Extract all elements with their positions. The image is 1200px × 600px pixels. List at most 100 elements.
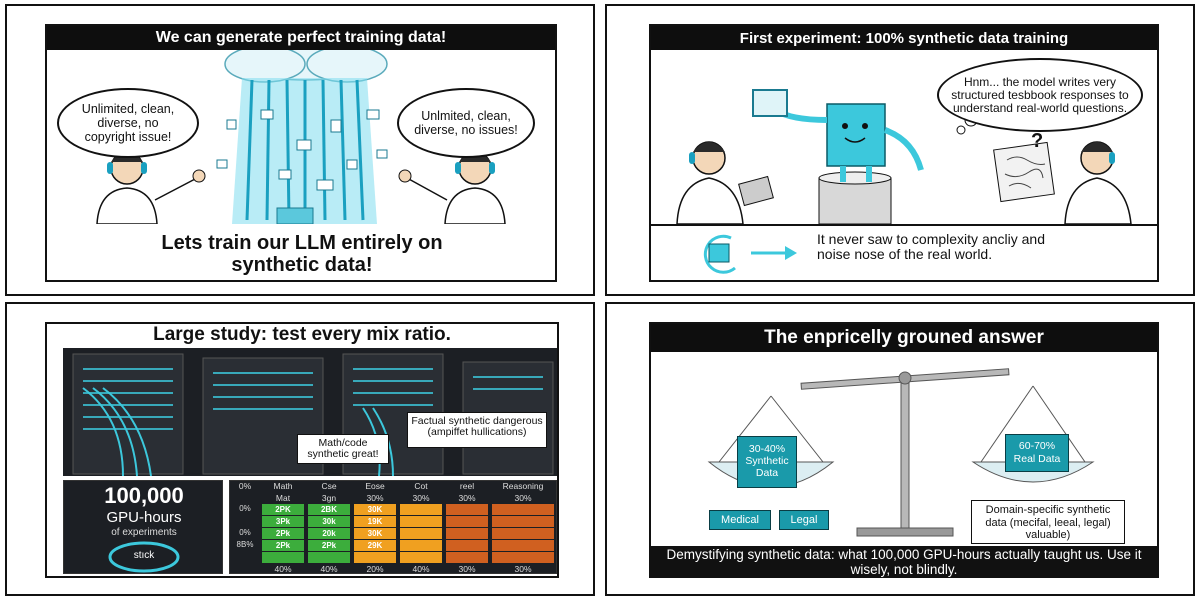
- heatmap-row-label: [230, 552, 260, 563]
- heatmap-footer-cell: 20%: [366, 564, 384, 574]
- heatmap-row: 3Pk 30k 19K: [230, 516, 556, 527]
- heatmap-footer-cell: 40%: [320, 564, 338, 574]
- comic-panel-4: The enpricelly grouned answer 30-40% Syn…: [605, 302, 1195, 596]
- heatmap-header-cell: Reasoning: [502, 481, 544, 491]
- heatmap-cell: [492, 516, 554, 527]
- heatmap-cell: [446, 528, 488, 539]
- heatmap-footer-cell: 30%: [514, 564, 532, 574]
- gauge-label: stıck: [133, 550, 155, 561]
- heatmap-cell: 3Pk: [262, 516, 304, 527]
- heatmap-cell: 2BK: [308, 504, 350, 515]
- heatmap-row-label: 0%: [239, 504, 251, 513]
- panel-4-footer: Demystifying synthetic data: what 100,00…: [649, 546, 1159, 578]
- heatmap-cell: [400, 552, 442, 563]
- gpu-hours-card: 100,000 GPU-hours of experiments stıck: [63, 480, 223, 574]
- heatmap-cell: 30k: [308, 516, 350, 527]
- panel-2-title: First experiment: 100% synthetic data tr…: [651, 26, 1157, 50]
- panel-3-title: Large study: test every mix ratio.: [153, 324, 451, 345]
- heatmap-subheader-cell: 3gn: [321, 493, 337, 503]
- heatmap-cell: 30K: [354, 528, 396, 539]
- panel-2-caption: It never saw to complexity ancliy and no…: [817, 231, 1045, 262]
- heatmap-cell: [354, 552, 396, 563]
- left-researcher-figure: [96, 151, 206, 224]
- panel-1-title: We can generate perfect training data!: [47, 26, 555, 50]
- panel-1-caption: Lets train our LLM entirely on synthetic…: [161, 232, 443, 276]
- heatmap-cell: 2Pk: [262, 528, 304, 539]
- heatmap-cell: 30K: [354, 504, 396, 515]
- synthetic-percent: 30-40%: [748, 443, 786, 455]
- heatmap-header-cell: Cot: [414, 481, 428, 491]
- heatmap-footer-cell: 40%: [412, 564, 430, 574]
- heatmap-cell: [262, 552, 304, 563]
- heatmap-subheader-cell: 30%: [514, 493, 532, 503]
- domain-note: Domain-specific synthetic data (mecifal,…: [971, 500, 1125, 544]
- heatmap-row-label: [230, 516, 260, 527]
- heatmap-cell: 2Pk: [262, 540, 304, 551]
- heatmap-cell: 2PK: [262, 504, 304, 515]
- right-researcher-figure: [398, 151, 506, 224]
- heatmap-cell: [446, 552, 488, 563]
- heatmap-footer-cell: [230, 564, 260, 575]
- question-mark: ?: [1031, 130, 1044, 152]
- speech-bubble-left: Unlimited, clean, diverse, no copyright …: [57, 88, 199, 158]
- heatmap-subheader-cell: Mat: [275, 493, 291, 503]
- cycle-arrow-icon: [703, 234, 797, 274]
- heatmap-cell: 20k: [308, 528, 350, 539]
- heatmap-row: 8B% 2Pk 2Pk 29K: [230, 540, 556, 551]
- heatmap-row-label: 8B%: [236, 540, 254, 549]
- panel-2-frame: [649, 24, 1159, 282]
- heatmap-cell: [492, 528, 554, 539]
- robot-scene-illustration: [676, 89, 1132, 224]
- heatmap-cell: 29K: [354, 540, 396, 551]
- heatmap-cell: [446, 516, 488, 527]
- real-percent: 60-70%: [1018, 440, 1056, 452]
- heatmap-footer-cell: 30%: [458, 564, 476, 574]
- heatmap-cell: [492, 540, 554, 551]
- heatmap-cell: 19K: [354, 516, 396, 527]
- panel-4-title: The enpricelly grouned answer: [651, 324, 1157, 352]
- heatmap-header-cell: reel: [459, 481, 475, 491]
- heatmap-header-cell: Eose: [365, 481, 385, 491]
- comic-panel-2: First experiment: 100% synthetic data tr…: [605, 4, 1195, 296]
- real-data-box: 60-70% Real Data: [1005, 434, 1069, 472]
- real-label: Real Data: [1013, 453, 1061, 465]
- heatmap-cell: [400, 516, 442, 527]
- heatmap-cell: [492, 552, 554, 563]
- heatmap-cell: [446, 504, 488, 515]
- gpu-sub: of experiments: [111, 527, 177, 538]
- heatmap-subheader-cell: 30%: [366, 493, 384, 503]
- heatmap-row: [230, 552, 556, 563]
- panel-1-frame: [45, 24, 557, 282]
- callout-math: Math/code synthetic great!: [297, 434, 389, 464]
- heatmap-header-cell: Cse: [321, 481, 337, 491]
- tag-medical: Medical: [709, 510, 771, 530]
- gauge-icon: [108, 541, 180, 573]
- heatmap-row: 0% 2PK 2BK 30K: [230, 504, 556, 515]
- heatmap-header-cell: 0%: [238, 481, 252, 491]
- gpu-unit: GPU-hours: [106, 509, 182, 526]
- panel-2-divider: [649, 224, 1159, 226]
- data-waterfall-illustration: [96, 50, 506, 224]
- tag-legal: Legal: [779, 510, 829, 530]
- heatmap-subheader-cell: 30%: [458, 493, 476, 503]
- heatmap-cell: [400, 540, 442, 551]
- heatmap-cell: [400, 504, 442, 515]
- heatmap-header-cell: Math: [273, 481, 293, 491]
- heatmap-subheader-cell: 30%: [412, 493, 430, 503]
- speech-bubble-right: Unlmited, clean, diverse, no issues!: [397, 88, 535, 158]
- comic-panel-3: Large study: test every mix ratio. Factu…: [5, 302, 595, 596]
- heatmap-cell: 2Pk: [308, 540, 350, 551]
- heatmap-cell: [446, 540, 488, 551]
- comic-panel-1: We can generate perfect training data!: [5, 4, 595, 296]
- gpu-number: 100,000: [104, 483, 184, 508]
- heatmap-footer-cell: 40%: [274, 564, 292, 574]
- heatmap-cell: [400, 528, 442, 539]
- heatmap-subheader-cell: [230, 493, 260, 504]
- synthetic-data-box: 30-40% Synthetic Data: [737, 436, 797, 488]
- thought-bubble: Hnm... the model writes very structured …: [937, 58, 1143, 132]
- callout-factual: Factual synthetic dangerous (ampiffet hu…: [407, 412, 547, 448]
- heatmap-cell: [492, 504, 554, 515]
- synthetic-label: Synthetic Data: [745, 455, 789, 479]
